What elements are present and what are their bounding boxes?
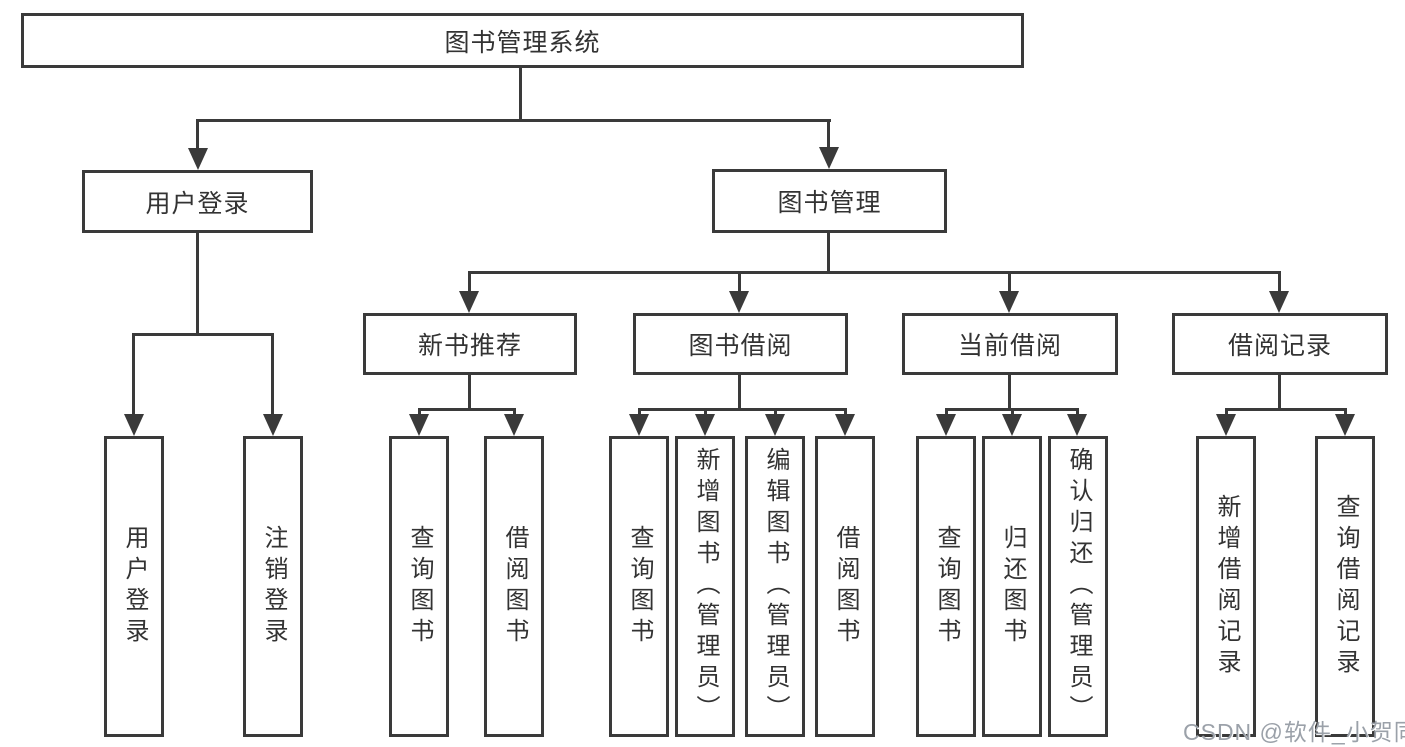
leaf-query-books-recommend: 查询图书 — [389, 436, 449, 737]
leaf-label: 确认归还（管理员） — [1065, 447, 1092, 726]
node-current-borrowing-label: 当前借阅 — [957, 332, 1062, 360]
leaf-user-login: 用户登录 — [104, 436, 164, 737]
leaf-label: 查询图书 — [626, 524, 653, 649]
connector-line — [774, 408, 777, 418]
arrow-down-icon — [1067, 414, 1087, 436]
arrow-down-icon — [729, 291, 749, 313]
connector-line — [738, 374, 741, 411]
node-root: 图书管理系统 — [21, 13, 1024, 68]
arrow-down-icon — [1002, 414, 1022, 436]
connector-line — [1278, 271, 1281, 293]
arrow-down-icon — [835, 414, 855, 436]
leaf-label: 归还图书 — [999, 524, 1026, 649]
connector-line — [1344, 408, 1347, 418]
connector-line — [513, 408, 516, 418]
node-new-book-recommend: 新书推荐 — [363, 313, 577, 375]
node-borrowing-records-label: 借阅记录 — [1227, 332, 1332, 360]
arrow-down-icon — [188, 148, 208, 170]
node-book-borrowing-label: 图书借阅 — [688, 332, 793, 360]
arrow-down-icon — [409, 414, 429, 436]
leaf-query-borrow-record: 查询借阅记录 — [1315, 436, 1375, 737]
arrow-down-icon — [695, 414, 715, 436]
leaf-add-borrow-record: 新增借阅记录 — [1196, 436, 1256, 737]
connector-line — [468, 271, 471, 293]
arrow-down-icon — [124, 414, 144, 436]
connector-line — [132, 333, 135, 417]
connector-line — [844, 408, 847, 418]
arrow-down-icon — [629, 414, 649, 436]
arrow-down-icon — [459, 291, 479, 313]
leaf-query-books-borrowing: 查询图书 — [609, 436, 669, 737]
connector-line — [1008, 271, 1011, 293]
connector-line — [827, 119, 830, 153]
node-book-borrowing: 图书借阅 — [633, 313, 848, 375]
leaf-label: 用户登录 — [121, 524, 148, 649]
arrow-down-icon — [1335, 414, 1355, 436]
arrow-down-icon — [765, 414, 785, 436]
leaf-borrow-books-borrowing: 借阅图书 — [815, 436, 875, 737]
node-current-borrowing: 当前借阅 — [902, 313, 1118, 375]
leaf-query-books-current: 查询图书 — [916, 436, 976, 737]
arrow-down-icon — [819, 147, 839, 169]
connector-line — [1008, 374, 1011, 411]
leaf-label: 借阅图书 — [832, 524, 859, 649]
connector-line — [945, 408, 948, 418]
leaf-confirm-return-admin: 确认归还（管理员） — [1048, 436, 1108, 737]
leaf-return-books: 归还图书 — [982, 436, 1042, 737]
connector-line — [638, 408, 847, 411]
leaf-label: 查询图书 — [406, 524, 433, 649]
connector-line — [196, 119, 831, 122]
arrow-down-icon — [936, 414, 956, 436]
connector-line — [1225, 408, 1346, 411]
leaf-label: 编辑图书（管理员） — [762, 447, 789, 726]
leaf-edit-books-admin: 编辑图书（管理员） — [745, 436, 805, 737]
connector-line — [196, 232, 199, 335]
node-borrowing-records: 借阅记录 — [1172, 313, 1388, 375]
connector-line — [1225, 408, 1228, 418]
connector-line — [418, 408, 421, 418]
arrow-down-icon — [263, 414, 283, 436]
connector-line — [196, 119, 199, 153]
leaf-logout: 注销登录 — [243, 436, 303, 737]
leaf-label: 注销登录 — [260, 524, 287, 649]
arrow-down-icon — [504, 414, 524, 436]
connector-line — [271, 333, 274, 417]
node-new-book-recommend-label: 新书推荐 — [417, 332, 522, 360]
arrow-down-icon — [999, 291, 1019, 313]
leaf-label: 查询借阅记录 — [1332, 493, 1359, 680]
connector-line — [418, 408, 516, 411]
node-user-login: 用户登录 — [82, 170, 313, 233]
connector-line — [1011, 408, 1014, 418]
connector-line — [704, 408, 707, 418]
connector-line — [519, 67, 522, 121]
csdn-watermark: CSDN @软件_小贺同学 — [1183, 719, 1405, 745]
arrow-down-icon — [1269, 291, 1289, 313]
connector-line — [827, 232, 830, 273]
leaf-label: 查询图书 — [933, 524, 960, 649]
leaf-add-books-admin: 新增图书（管理员） — [675, 436, 735, 737]
connector-line — [1278, 374, 1281, 411]
leaf-borrow-books-recommend: 借阅图书 — [484, 436, 544, 737]
node-book-management-label: 图书管理 — [777, 189, 882, 217]
connector-line — [133, 333, 274, 336]
node-book-management: 图书管理 — [712, 169, 947, 233]
leaf-label: 新增借阅记录 — [1213, 493, 1240, 680]
connector-line — [738, 271, 741, 293]
connector-line — [468, 271, 1281, 274]
connector-line — [1076, 408, 1079, 418]
leaf-label: 借阅图书 — [501, 524, 528, 649]
connector-line — [468, 374, 471, 411]
arrow-down-icon — [1216, 414, 1236, 436]
node-root-label: 图书管理系统 — [444, 28, 601, 57]
connector-line — [638, 408, 641, 418]
node-user-login-label: 用户登录 — [145, 189, 250, 218]
leaf-label: 新增图书（管理员） — [692, 447, 719, 726]
